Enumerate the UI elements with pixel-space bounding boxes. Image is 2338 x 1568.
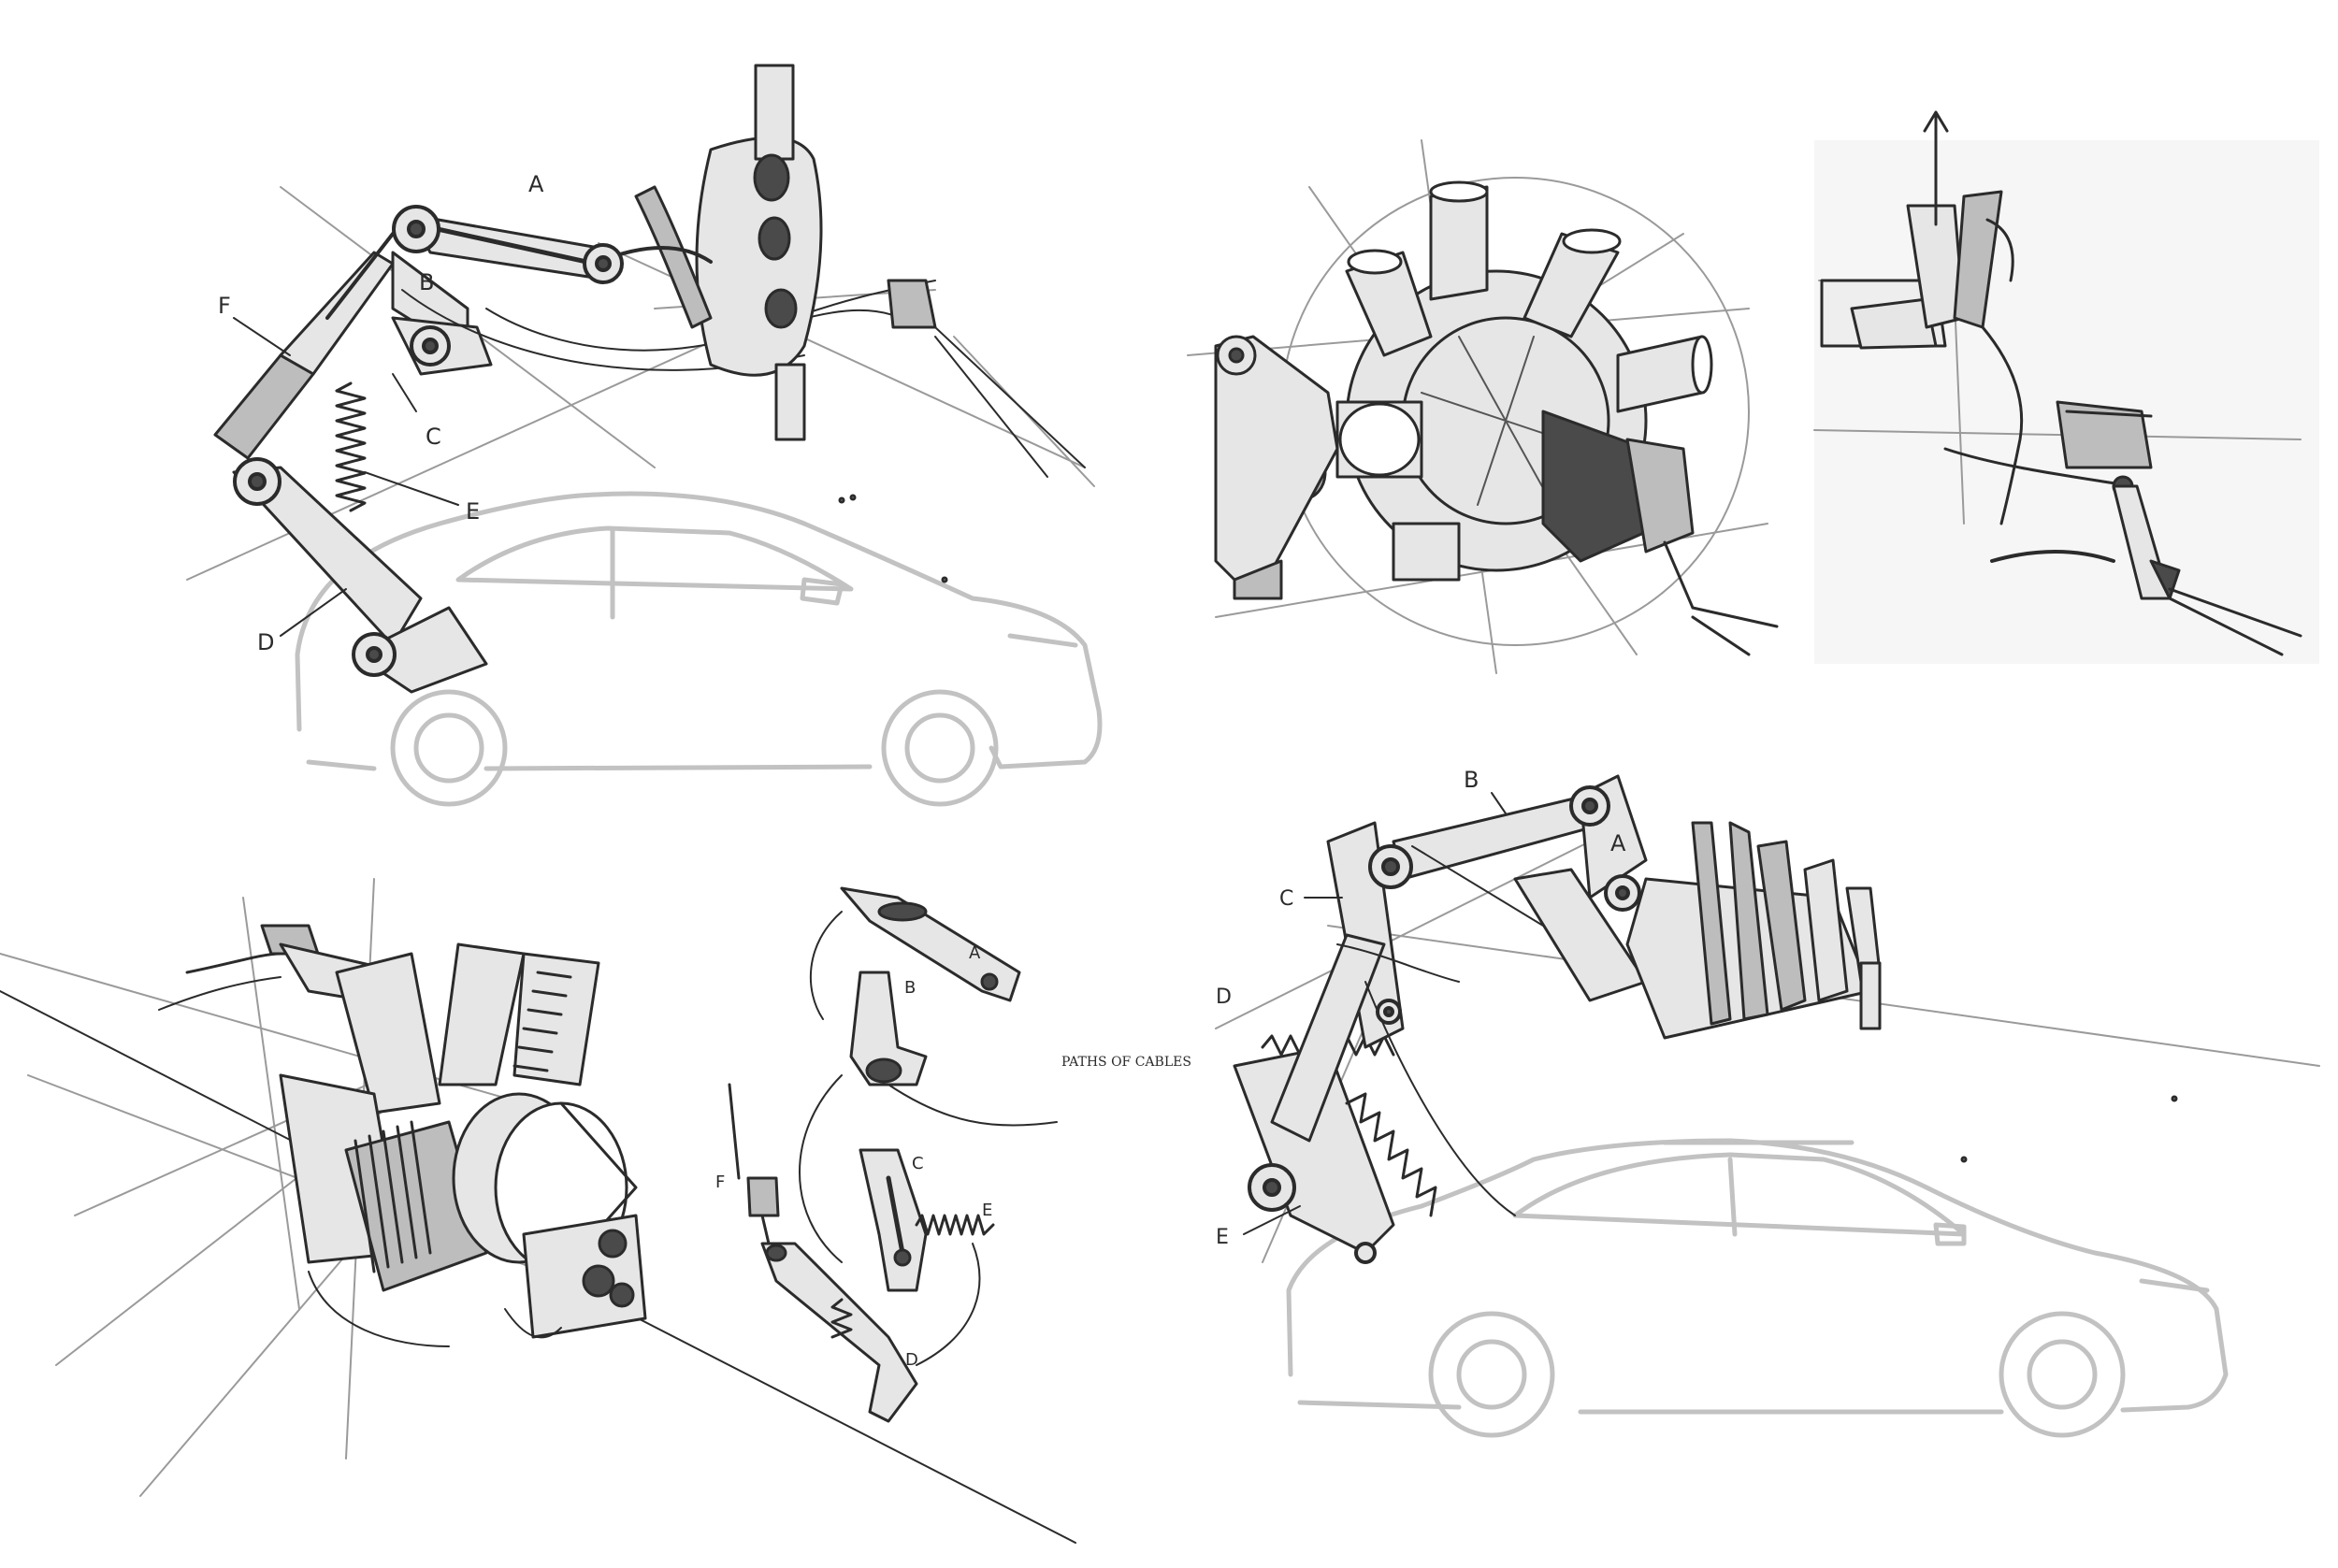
label-e: E [982,1201,992,1220]
sketch-2-radial-head [1187,139,1779,674]
car-sedan-2 [1286,1138,2229,1438]
label-a: A [528,171,544,197]
label-f: F [218,293,231,319]
label-c: C [912,1154,924,1173]
label-c: C [1279,887,1293,911]
label-b: B [419,269,434,295]
sketch-5-exploded-parts: A B C D E F PATHS OF CABLES [715,886,1191,1423]
label-e: E [1216,1226,1229,1249]
sketch-4-perspective-module [0,878,1076,1544]
note-paths-of-cables: PATHS OF CABLES [1061,1055,1191,1070]
label-b: B [1464,767,1479,793]
label-a: A [1610,830,1626,856]
label-d: D [257,629,274,655]
label-b: B [904,978,916,998]
label-f: F [715,1172,725,1192]
label-c: C [426,424,441,450]
car-hatchback-1 [295,491,1103,807]
sketch-6-arm-on-sedan: A B C D E [1215,767,2320,1438]
label-d: D [1216,985,1232,1009]
label-d: D [905,1350,918,1370]
label-e: E [466,498,480,525]
label-a: A [969,943,981,963]
stray-marks [838,494,2178,1163]
sketch-1-arm-on-hatchback: A B C D E F [186,64,1103,807]
sketch-3-detail [1813,110,2319,664]
